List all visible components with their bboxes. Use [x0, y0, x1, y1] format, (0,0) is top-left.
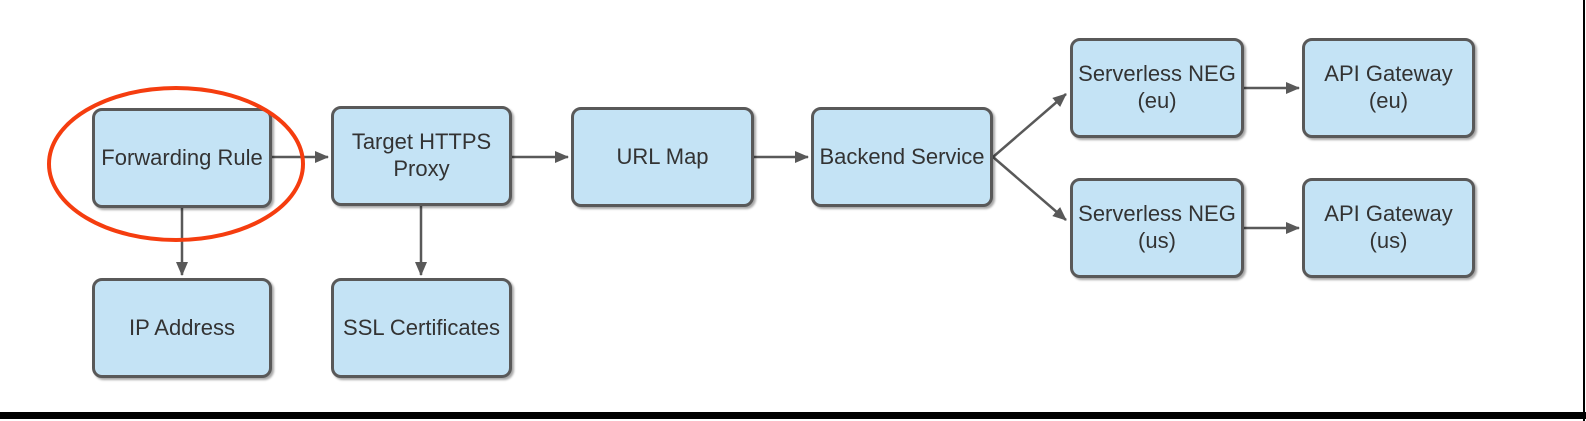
node-ip-address: IP Address: [92, 278, 272, 378]
node-api-gateway-us: API Gateway (us): [1302, 178, 1475, 278]
node-serverless-neg-eu: Serverless NEG (eu): [1070, 38, 1244, 138]
node-label: SSL Certificates: [343, 314, 500, 340]
node-url-map: URL Map: [571, 107, 754, 207]
node-forwarding-rule: Forwarding Rule: [92, 108, 272, 208]
node-label: Serverless NEG (eu): [1078, 61, 1236, 113]
right-border-line: [1583, 0, 1585, 421]
node-label: Backend Service: [819, 143, 985, 169]
node-label: API Gateway (eu): [1324, 61, 1453, 113]
node-label: URL Map: [616, 143, 709, 169]
node-label: IP Address: [129, 314, 235, 340]
node-serverless-neg-us: Serverless NEG (us): [1070, 178, 1244, 278]
edge-backend-service-to-serverless-neg-eu: [992, 93, 1067, 158]
node-label: Target HTTPS Proxy: [351, 129, 492, 181]
node-target-https-proxy: Target HTTPS Proxy: [331, 106, 512, 206]
node-label: Forwarding Rule: [101, 144, 263, 170]
node-label: Serverless NEG (us): [1078, 201, 1236, 253]
edge-backend-service-to-serverless-neg-us: [992, 156, 1067, 221]
node-backend-service: Backend Service: [811, 107, 993, 207]
node-ssl-certificates: SSL Certificates: [331, 278, 512, 378]
bottom-border-line: [0, 412, 1586, 419]
node-api-gateway-eu: API Gateway (eu): [1302, 38, 1475, 138]
node-label: API Gateway (us): [1324, 201, 1453, 253]
